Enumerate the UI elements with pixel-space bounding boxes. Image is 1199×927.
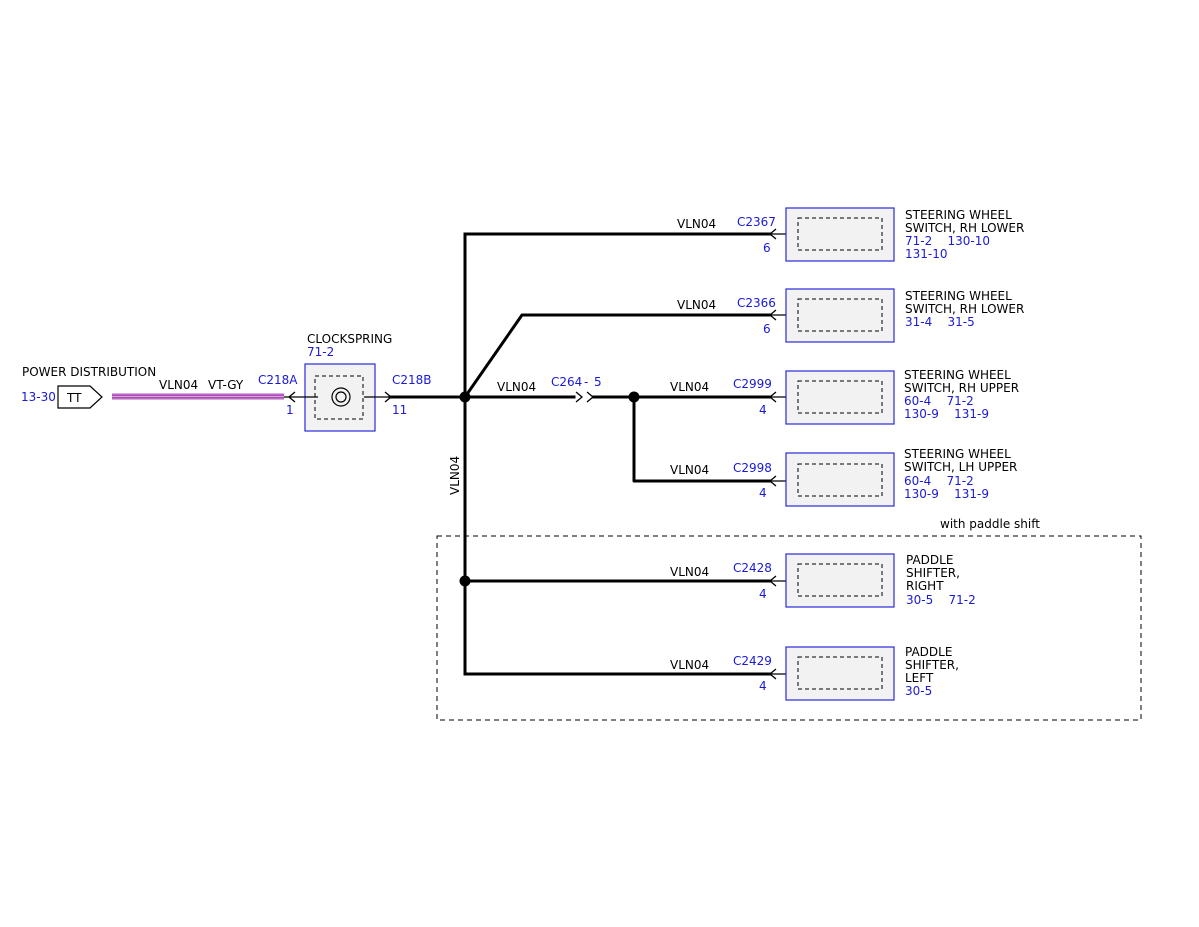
branch-c2998-wire bbox=[632, 395, 772, 483]
component-box bbox=[785, 553, 895, 608]
inline-circuit-label: VLN04 bbox=[497, 380, 536, 394]
component-rh-lower-switch-b: VLN04 C2366 6 STEERING WHEEL SWITCH, RH … bbox=[677, 288, 1024, 343]
branch-circuit-label: VLN04 bbox=[677, 298, 716, 312]
c264-pin-label: 5 bbox=[594, 375, 602, 389]
clockspring-component: CLOCKSPRING 71-2 C218A 1 C218B 11 bbox=[258, 332, 432, 432]
wire-harness: VLN04 VLN04 C264 - 5 bbox=[388, 232, 772, 676]
branch-pin-label: 4 bbox=[759, 679, 767, 693]
c218a-connector-label: C218A bbox=[258, 373, 298, 387]
component-name-line-1: PADDLE bbox=[905, 645, 952, 659]
component-ref-line-2: 130-9 131-9 bbox=[904, 487, 989, 501]
branch-connector-label: C2428 bbox=[733, 561, 772, 575]
component-name-line-3: RIGHT bbox=[906, 579, 944, 593]
component-box bbox=[785, 646, 895, 701]
component-box bbox=[785, 452, 895, 507]
clockspring-coil-inner-icon bbox=[335, 391, 347, 403]
branch-connector-label: C2366 bbox=[737, 296, 776, 310]
branch-circuit-label: VLN04 bbox=[670, 565, 709, 579]
vt-gy-wire: VLN04 VT-GY bbox=[112, 378, 284, 400]
component-name-line-1: STEERING WHEEL bbox=[904, 447, 1011, 461]
component-inner-outline bbox=[797, 298, 883, 332]
paddle-splice-dot bbox=[459, 575, 471, 587]
component-ref-line-1: 71-2 130-10 bbox=[905, 234, 990, 248]
paddle-shift-group-label: with paddle shift bbox=[940, 517, 1040, 531]
branch-connector-label: C2429 bbox=[733, 654, 772, 668]
c264-connector-label: C264 bbox=[551, 375, 582, 389]
component-name-line-1: STEERING WHEEL bbox=[905, 289, 1012, 303]
main-splice-dot bbox=[459, 391, 471, 403]
component-lh-upper-switch: VLN04 C2998 4 STEERING WHEEL SWITCH, LH … bbox=[670, 447, 1017, 507]
component-name-line-2: SHIFTER, bbox=[905, 658, 959, 672]
component-ref-line-1: 60-4 71-2 bbox=[904, 394, 974, 408]
power-distribution-source: POWER DISTRIBUTION 13-30 TT bbox=[21, 365, 156, 409]
component-paddle-shifter-right: VLN04 C2428 4 PADDLE SHIFTER, RIGHT 30-5… bbox=[670, 553, 976, 608]
component-ref-line-1: 30-5 71-2 bbox=[906, 593, 976, 607]
branch-pin-label: 6 bbox=[763, 241, 771, 255]
vt-gy-wire-body bbox=[112, 393, 284, 400]
branch-circuit-label: VLN04 bbox=[670, 380, 709, 394]
c264-pin-separator: - bbox=[584, 375, 588, 389]
c264-male-arrow-icon bbox=[575, 391, 584, 403]
branch-connector-label: C2367 bbox=[737, 215, 776, 229]
branch-connector-label: C2999 bbox=[733, 377, 772, 391]
component-inner-outline bbox=[797, 380, 883, 414]
branch-pin-label: 4 bbox=[759, 486, 767, 500]
branch-circuit-label: VLN04 bbox=[670, 463, 709, 477]
branch-c2366-wire bbox=[462, 313, 772, 400]
component-name-line-2: SHIFTER, bbox=[906, 566, 960, 580]
component-ref-line-1: 60-4 71-2 bbox=[904, 474, 974, 488]
branch-pin-label: 4 bbox=[759, 403, 767, 417]
paddle-shift-option-group: with paddle shift bbox=[436, 517, 1142, 721]
component-paddle-shifter-left: VLN04 C2429 4 PADDLE SHIFTER, LEFT 30-5 bbox=[670, 645, 959, 701]
c218a-pin-label: 1 bbox=[286, 403, 294, 417]
component-name-line-2: SWITCH, RH UPPER bbox=[904, 381, 1019, 395]
component-name-line-2: SWITCH, RH LOWER bbox=[905, 302, 1024, 316]
component-name-line-1: PADDLE bbox=[906, 553, 953, 567]
branch-pin-label: 6 bbox=[763, 322, 771, 336]
c218b-pin-label: 11 bbox=[392, 403, 407, 417]
component-name-line-1: STEERING WHEEL bbox=[905, 208, 1012, 222]
branch-connector-label: C2998 bbox=[733, 461, 772, 475]
c264-female-arrow-icon bbox=[586, 391, 595, 403]
component-name-line-3: LEFT bbox=[905, 671, 934, 685]
component-inner-outline bbox=[797, 217, 883, 251]
branch-circuit-label: VLN04 bbox=[670, 658, 709, 672]
component-rh-lower-switch-a: VLN04 C2367 6 STEERING WHEEL SWITCH, RH … bbox=[677, 207, 1024, 262]
component-name-line-2: SWITCH, RH LOWER bbox=[905, 221, 1024, 235]
component-box bbox=[785, 370, 895, 425]
component-ref-line-1: 30-5 bbox=[905, 684, 932, 698]
component-box bbox=[785, 288, 895, 343]
branch-circuit-label: VLN04 bbox=[677, 217, 716, 231]
power-distribution-ref: 13-30 bbox=[21, 390, 56, 404]
c218b-connector-label: C218B bbox=[392, 373, 432, 387]
clockspring-label: CLOCKSPRING bbox=[307, 332, 392, 346]
main-wire-color-label: VT-GY bbox=[208, 378, 244, 392]
tt-terminal-shape bbox=[57, 385, 103, 409]
clockspring-coil-icon bbox=[331, 387, 351, 407]
secondary-splice-dot bbox=[628, 391, 640, 403]
component-inner-outline bbox=[797, 656, 883, 690]
c218a-pin-arrow-icon bbox=[287, 391, 296, 403]
component-name-line-1: STEERING WHEEL bbox=[904, 368, 1011, 382]
paddle-shift-dashed-boundary bbox=[436, 535, 1142, 721]
clockspring-inner-outline bbox=[314, 375, 364, 420]
component-name-line-2: SWITCH, LH UPPER bbox=[904, 460, 1017, 474]
trunk-circuit-label: VLN04 bbox=[448, 456, 462, 495]
clockspring-ref: 71-2 bbox=[307, 345, 334, 359]
component-ref-line-1: 31-4 31-5 bbox=[905, 315, 975, 329]
component-rh-upper-switch: VLN04 C2999 4 STEERING WHEEL SWITCH, RH … bbox=[670, 368, 1019, 425]
power-distribution-label: POWER DISTRIBUTION bbox=[22, 365, 156, 379]
tt-terminal-label: TT bbox=[66, 391, 82, 405]
component-ref-line-2: 131-10 bbox=[905, 247, 948, 261]
branch-pin-label: 4 bbox=[759, 587, 767, 601]
main-wire-circuit-label: VLN04 bbox=[159, 378, 198, 392]
component-box bbox=[785, 207, 895, 262]
component-inner-outline bbox=[797, 463, 883, 497]
component-inner-outline bbox=[797, 563, 883, 597]
component-ref-line-2: 130-9 131-9 bbox=[904, 407, 989, 421]
